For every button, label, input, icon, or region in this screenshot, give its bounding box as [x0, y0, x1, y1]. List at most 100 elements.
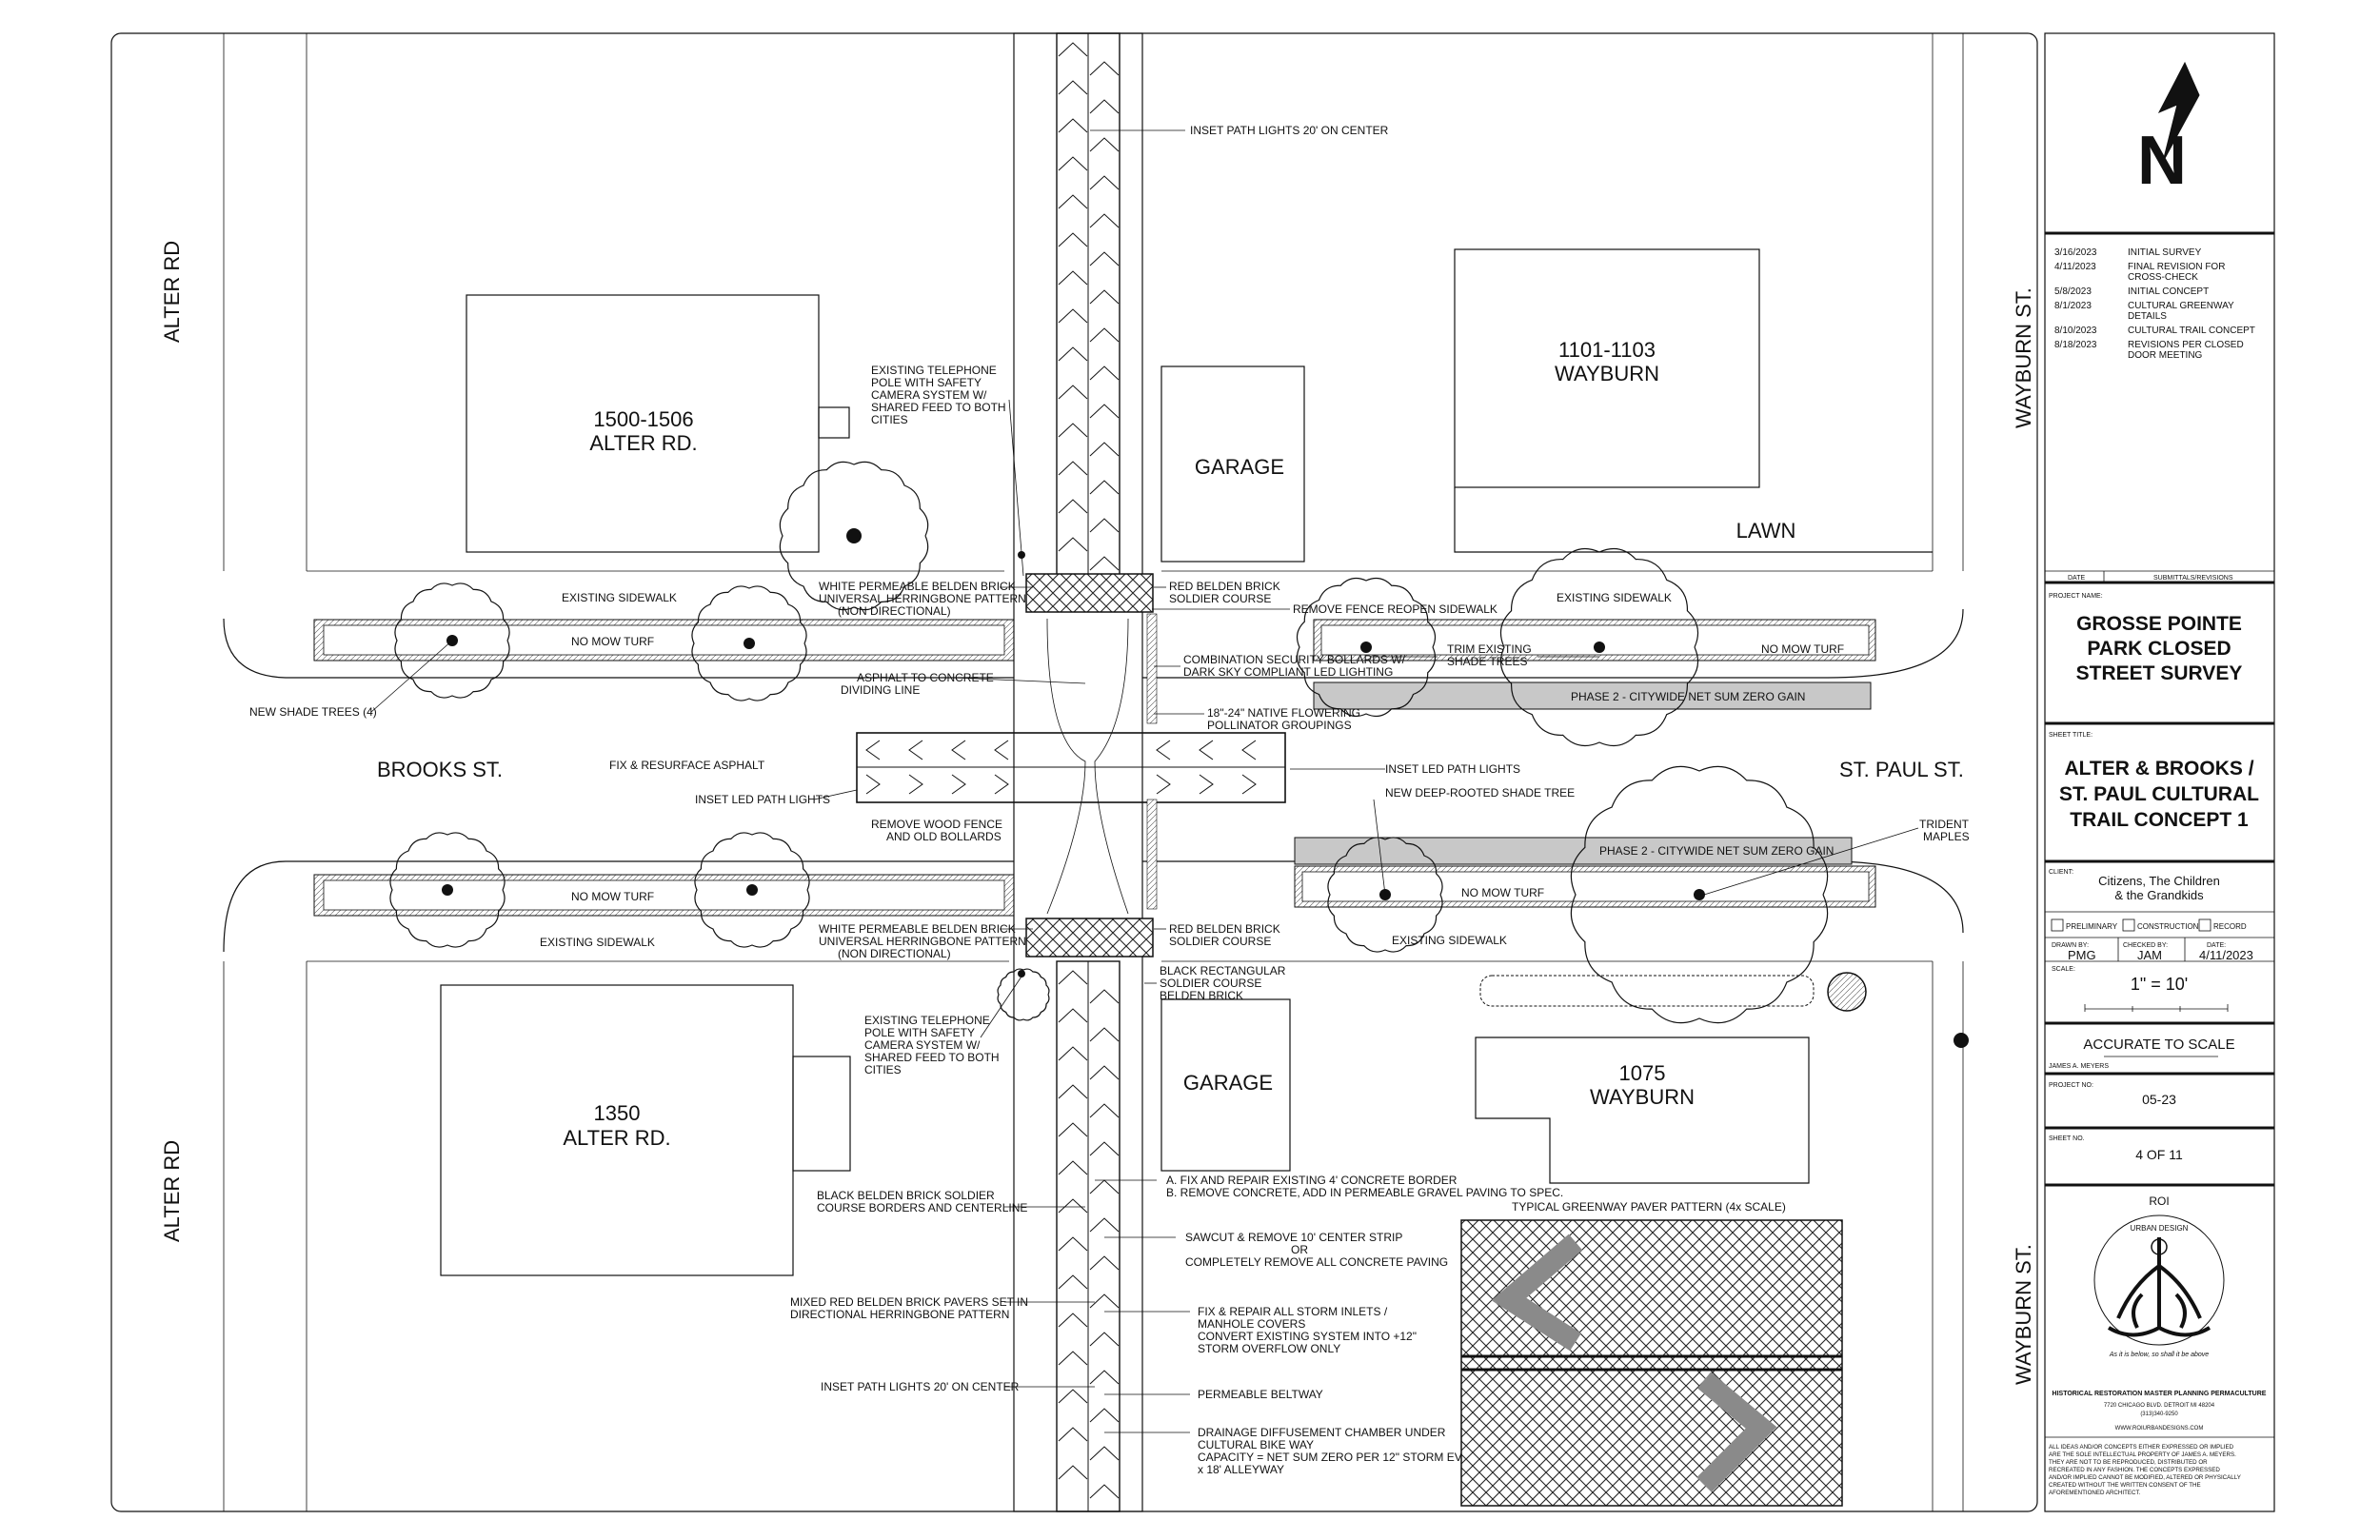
sheet-title-line-1: ALTER & BROOKS / — [2064, 758, 2253, 780]
note-existing-sidewalk-tr: EXISTING SIDEWALK — [1557, 591, 1672, 604]
note-trim-1: TRIM EXISTING — [1447, 642, 1532, 656]
chevron-mark — [1089, 365, 1120, 381]
chevron-mark — [1089, 1217, 1120, 1233]
chevron-mark — [1058, 270, 1088, 286]
paver-pattern-detail — [1460, 1219, 1843, 1507]
chevron-mark — [1089, 61, 1120, 76]
note-pole-bot-4: SHARED FEED TO BOTH — [864, 1051, 1000, 1064]
note-beltway: PERMEABLE BELTWAY — [1198, 1388, 1323, 1401]
preliminary-checkbox[interactable] — [2051, 918, 2064, 932]
chevron-mark — [1089, 1370, 1120, 1385]
revision-desc: REVISIONS PER CLOSED — [2128, 340, 2244, 350]
chevron-mark — [1089, 556, 1120, 571]
note-pole-top-4: SHARED FEED TO BOTH — [871, 401, 1006, 414]
accurate-to-scale: ACCURATE TO SCALE — [2083, 1037, 2234, 1053]
disclaimer-line: THEY ARE NOT TO BE REPRODUCED, DISTRIBUT… — [2049, 1459, 2208, 1466]
label-lawn: LAWN — [1736, 519, 1796, 543]
chevron-mark — [1089, 1141, 1120, 1156]
project-no-label: PROJECT NO: — [2049, 1082, 2093, 1089]
disclaimer-line: RECREATED IN ANY FASHION. THE CONCEPTS E… — [2049, 1467, 2220, 1473]
chevron-mark — [1089, 1065, 1120, 1080]
note-remove-wood-2: AND OLD BOLLARDS — [886, 830, 1002, 843]
street-wayburn-bottom: WAYBURN ST. — [2012, 1244, 2035, 1385]
chevron-mark — [1058, 1198, 1088, 1214]
chevron-mark — [994, 774, 1009, 795]
note-red-brick-top-2: SOLDIER COURSE — [1169, 592, 1271, 605]
note-trident-1: TRIDENT — [1919, 818, 1970, 831]
note-black-border-1: BLACK BELDEN BRICK SOLDIER — [817, 1189, 995, 1202]
note-storm-1: FIX & REPAIR ALL STORM INLETS / — [1198, 1305, 1388, 1318]
note-mixed-red-2: DIRECTIONAL HERRINGBONE PATTERN — [790, 1308, 1009, 1321]
note-black-border-2: COURSE BORDERS AND CENTERLINE — [817, 1201, 1027, 1214]
note-pole-top-1: EXISTING TELEPHONE — [871, 364, 997, 377]
plan-notes: INSET PATH LIGHTS 20' ON CENTER EXISTING… — [249, 124, 1970, 1476]
note-black-rect-1: BLACK RECTANGULAR — [1160, 964, 1286, 977]
chevron-mark — [1058, 1160, 1088, 1175]
label-1350-l1: 1350 — [594, 1101, 641, 1125]
chevron-mark — [1058, 1389, 1088, 1404]
garage-top — [1160, 365, 1305, 563]
record-checkbox[interactable] — [2198, 918, 2211, 932]
revision-desc: CULTURAL GREENWAY — [2128, 301, 2234, 311]
chevron-mark — [1058, 423, 1088, 438]
note-sawcut-2: OR — [1291, 1243, 1308, 1256]
note-remove-fence: REMOVE FENCE REOPEN SIDEWALK — [1293, 602, 1497, 616]
note-bollards-1: COMBINATION SECURITY BOLLARDS W/ — [1183, 653, 1406, 666]
chevron-mark — [1058, 461, 1088, 476]
revision-date: 8/10/2023 — [2054, 326, 2097, 336]
chevron-mark — [1089, 251, 1120, 267]
chevron-mark — [1058, 308, 1088, 324]
note-pole-bot-2: POLE WITH SAFETY — [864, 1026, 975, 1039]
note-drainage-3: CAPACITY = NET SUM ZERO PER 12" STORM EV… — [1198, 1451, 1485, 1464]
note-new-shade-trees: NEW SHADE TREES (4) — [249, 705, 377, 719]
note-no-mow-tr: NO MOW TURF — [1761, 642, 1844, 656]
chevron-mark — [1058, 118, 1088, 133]
note-phase2-top: PHASE 2 - CITYWIDE NET SUM ZERO GAIN — [1571, 690, 1805, 703]
note-sawcut-1: SAWCUT & REMOVE 10' CENTER STRIP — [1185, 1231, 1402, 1244]
chevron-mark — [1241, 740, 1257, 760]
project-name-line-1: GROSSE POINTE — [2076, 613, 2242, 635]
preliminary-label: PRELIMINARY — [2066, 922, 2118, 931]
note-native-1: 18"-24" NATIVE FLOWERING — [1207, 706, 1360, 720]
construction-checkbox[interactable] — [2122, 918, 2135, 932]
chevron-mark — [1058, 1351, 1088, 1366]
client-line-1: Citizens, The Children — [2098, 874, 2220, 888]
disclaimer-line: AFOREMENTIONED ARCHITECT. — [2049, 1490, 2141, 1496]
leader-lines — [370, 129, 1919, 1433]
label-garage-bottom: GARAGE — [1183, 1071, 1273, 1095]
sheet-title-line-3: TRAIL CONCEPT 1 — [2070, 809, 2249, 831]
chevron-mark — [908, 740, 923, 760]
rev-submittals-header: SUBMITTALS/REVISIONS — [2153, 575, 2233, 582]
note-inset-led-left: INSET LED PATH LIGHTS — [695, 793, 830, 806]
chevron-mark — [1199, 740, 1214, 760]
sheet-no-value: 4 OF 11 — [2135, 1147, 2183, 1162]
note-no-mow-bl: NO MOW TURF — [571, 890, 654, 903]
scale-bar — [2084, 1004, 2229, 1012]
logo-motto: As it is below, so shall it be above — [2109, 1352, 2209, 1358]
chevron-mark — [1058, 42, 1088, 57]
note-inset-bottom: INSET PATH LIGHTS 20' ON CENTER — [821, 1380, 1020, 1393]
note-inset-led-right: INSET LED PATH LIGHTS — [1385, 762, 1520, 776]
note-native-2: POLLINATOR GROUPINGS — [1207, 719, 1352, 732]
revision-date: 8/1/2023 — [2054, 301, 2092, 311]
chevron-mark — [1058, 1427, 1088, 1442]
greenway-alley — [856, 32, 1286, 1512]
sheet-no-label: SHEET NO. — [2049, 1135, 2085, 1142]
construction-label: CONSTRUCTION — [2137, 922, 2199, 931]
tree-canopy — [694, 832, 810, 948]
note-pole-bot-3: CAMERA SYSTEM W/ — [864, 1038, 981, 1052]
note-black-rect-2: SOLDIER COURSE — [1160, 977, 1261, 990]
note-pole-bot-1: EXISTING TELEPHONE — [864, 1014, 990, 1027]
garage-bottom — [1160, 998, 1291, 1172]
chevron-mark — [1058, 156, 1088, 171]
note-trim-2: SHADE TREES — [1447, 655, 1527, 668]
building-1101-wayburn — [1454, 248, 1760, 488]
chevron-mark — [1058, 1084, 1088, 1099]
revision-desc: INITIAL CONCEPT — [2128, 286, 2209, 297]
chevron-mark — [1058, 1046, 1088, 1061]
note-sawcut-3: COMPLETELY REMOVE ALL CONCRETE PAVING — [1185, 1255, 1448, 1269]
signer-name: JAMES A. MEYERS — [2049, 1063, 2109, 1070]
revision-date: 8/18/2023 — [2054, 340, 2097, 350]
note-pole-bot-5: CITIES — [864, 1063, 902, 1076]
note-pole-top-3: CAMERA SYSTEM W/ — [871, 388, 987, 402]
